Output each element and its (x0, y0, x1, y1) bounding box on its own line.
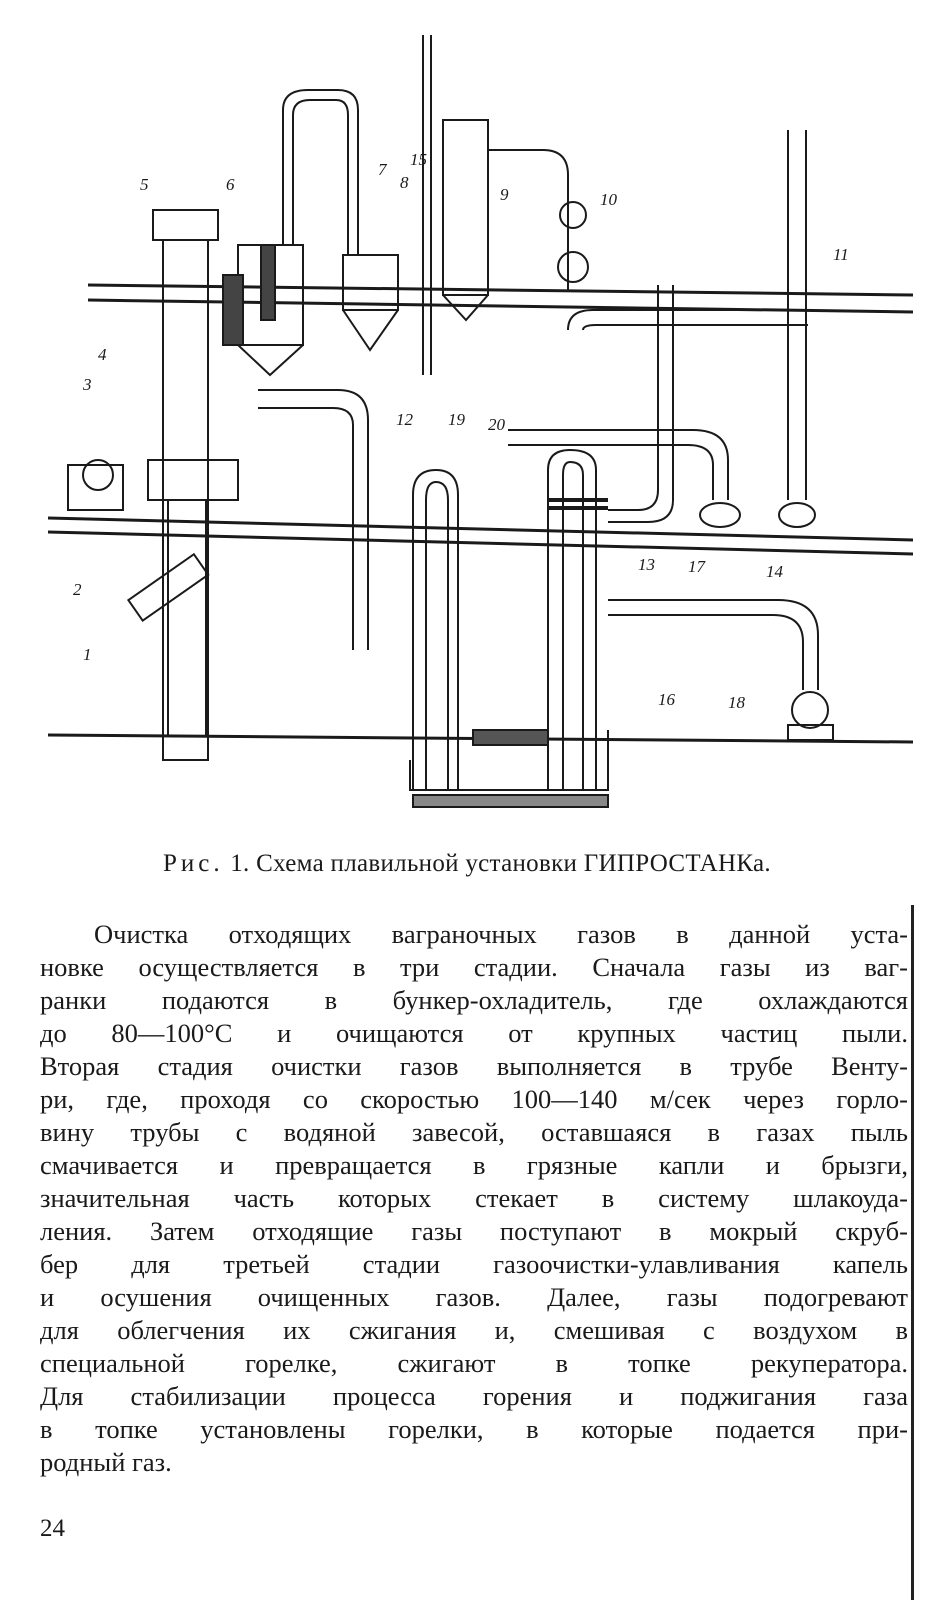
text-line: значительная часть которых стекает в сис… (40, 1183, 908, 1213)
figure-label: 1 (83, 645, 92, 664)
duct-14 (508, 285, 813, 528)
text-line: вину трубы с водяной завесой, оставшаяся… (40, 1117, 908, 1147)
text-line: смачивается и превращается в грязные кап… (40, 1150, 908, 1180)
figure-label: 10 (600, 190, 618, 209)
text-line: до 80—100°С и очищаются от крупных части… (40, 1018, 908, 1048)
duct-12 (258, 389, 369, 650)
figure-label: 15 (410, 150, 427, 169)
water-pipe-15 (422, 35, 432, 375)
figure-label: 4 (98, 345, 107, 364)
caption-prefix: Рис. (163, 850, 224, 877)
page-edge-line (911, 905, 914, 1600)
venturi-scrubber (409, 448, 609, 808)
figure-label: 8 (400, 173, 409, 192)
floor-lines (48, 283, 914, 744)
figure-caption: Рис. 1. Схема плавильной установки ГИПРО… (0, 850, 934, 878)
figure-label: 11 (833, 245, 849, 264)
page-number: 24 (40, 1515, 65, 1542)
caption-text: 1. Схема плавильной установки ГИПРОСТАНК… (230, 850, 771, 877)
cupola-furnace (67, 209, 239, 761)
filter-unit (442, 119, 589, 322)
figure-label: 13 (638, 555, 655, 574)
text-line: бер для третьей стадии газоочистки-улавл… (40, 1249, 908, 1279)
text-line: Для стабилизации процесса горения и подж… (40, 1381, 908, 1411)
text-line: ри, где, проходя со скоростью 100—140 м/… (40, 1084, 908, 1114)
exhaust-stack (778, 130, 816, 528)
text-line: в топке установлены горелки, в которые п… (40, 1414, 908, 1444)
figure-label: 7 (378, 160, 388, 179)
figure-label: 16 (658, 690, 676, 709)
figure-label: 12 (396, 410, 414, 429)
text-line: ранки подаются в бункер-охладитель, где … (40, 985, 908, 1015)
bunker-cooler (222, 244, 304, 377)
figure-label: 3 (82, 375, 92, 394)
figure-label: 20 (488, 415, 506, 434)
cyclone (282, 89, 399, 352)
figure-label: 19 (448, 410, 466, 429)
figure-label: 9 (500, 185, 509, 204)
figure-label: 18 (728, 693, 746, 712)
text-line: Очистка отходящих ваграночных газов в да… (94, 919, 908, 949)
text-line: специальной горелке, сжигают в топке рек… (40, 1348, 908, 1378)
duct-17 (608, 599, 834, 741)
text-line: новке осуществляется в три стадии. Снача… (40, 952, 908, 982)
text-line: и осушения очищенных газов. Далее, газы … (40, 1282, 908, 1312)
figure-label: 2 (73, 580, 82, 599)
text-line: родный газ. (40, 1447, 172, 1477)
plant-schematic-figure: 1 2 3 4 5 6 7 8 9 10 11 12 13 14 15 16 1… (48, 30, 920, 830)
body-paragraph: Очистка отходящих ваграночных газов в да… (40, 918, 908, 1479)
text-line: ления. Затем отходящие газы поступают в … (40, 1216, 908, 1246)
text-line: для облегчения их сжигания и, смешивая с… (40, 1315, 908, 1345)
figure-label: 14 (766, 562, 784, 581)
figure-label: 17 (688, 557, 707, 576)
figure-label: 6 (226, 175, 235, 194)
figure-label: 5 (140, 175, 149, 194)
text-line: Вторая стадия очистки газов выполняется … (40, 1051, 908, 1081)
